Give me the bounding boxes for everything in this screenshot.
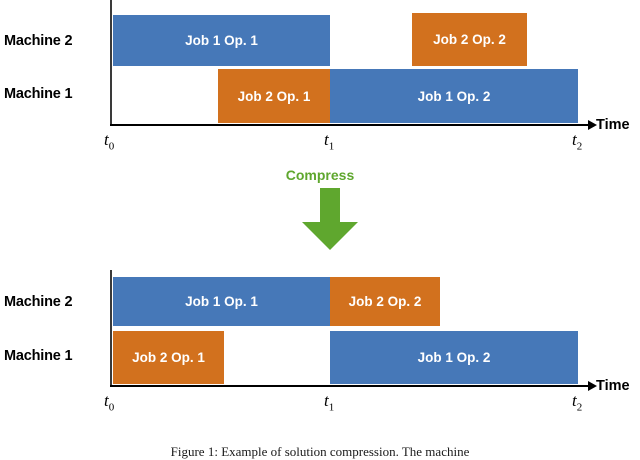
time-axis-line [110,385,592,387]
time-axis-line [110,124,592,126]
compress-label: Compress [285,167,355,183]
tick-t1-base: t [324,391,329,410]
tick-t2-sub: 2 [576,401,583,414]
time-axis-arrow-icon [588,381,597,391]
tick-label-t1: t1 [324,391,334,413]
gantt-chart-before-compression: Machine 2 Machine 1 Time Job 1 Op. 1 Job… [0,0,640,160]
tick-t0-sub: 0 [108,401,115,414]
row-label-machine-1: Machine 1 [4,348,73,364]
tick-t1-sub: 1 [328,401,335,414]
tick-label-t0: t0 [104,391,114,413]
gantt-bar-m2-job2-op2[interactable]: Job 2 Op. 2 [412,13,527,66]
gantt-bar-m1-job1-op2[interactable]: Job 1 Op. 2 [330,69,578,123]
gantt-bar-m2-job1-op1[interactable]: Job 1 Op. 1 [113,277,330,326]
figure-caption: Figure 1: Example of solution compressio… [170,444,470,459]
time-axis-label: Time [596,117,630,133]
row-label-machine-1: Machine 1 [4,86,73,102]
tick-t2-base: t [572,130,577,149]
tick-t0-base: t [104,391,109,410]
value-axis-line [110,270,112,387]
time-axis-label: Time [596,378,630,394]
tick-label-t0: t0 [104,130,114,152]
tick-t2-sub: 2 [576,140,583,153]
tick-t0-base: t [104,130,109,149]
tick-t0-sub: 0 [108,140,115,153]
compress-transition-group: Compress [0,160,640,260]
tick-t2-base: t [572,391,577,410]
gantt-chart-after-compression: Machine 2 Machine 1 Time Job 1 Op. 1 Job… [0,260,640,420]
time-axis-arrow-icon [588,120,597,130]
value-axis-line [110,0,112,126]
gantt-bar-m2-job2-op2[interactable]: Job 2 Op. 2 [330,277,440,326]
row-label-machine-2: Machine 2 [4,33,73,49]
gantt-bar-m1-job1-op2[interactable]: Job 1 Op. 2 [330,331,578,384]
tick-label-t2: t2 [572,391,582,413]
tick-t1-base: t [324,130,329,149]
down-arrow-icon [302,188,358,250]
tick-t1-sub: 1 [328,140,335,153]
row-label-machine-2: Machine 2 [4,294,73,310]
gantt-bar-m1-job2-op1[interactable]: Job 2 Op. 1 [218,69,330,123]
tick-label-t2: t2 [572,130,582,152]
tick-label-t1: t1 [324,130,334,152]
gantt-bar-m1-job2-op1[interactable]: Job 2 Op. 1 [113,331,224,384]
gantt-bar-m2-job1-op1[interactable]: Job 1 Op. 1 [113,15,330,66]
